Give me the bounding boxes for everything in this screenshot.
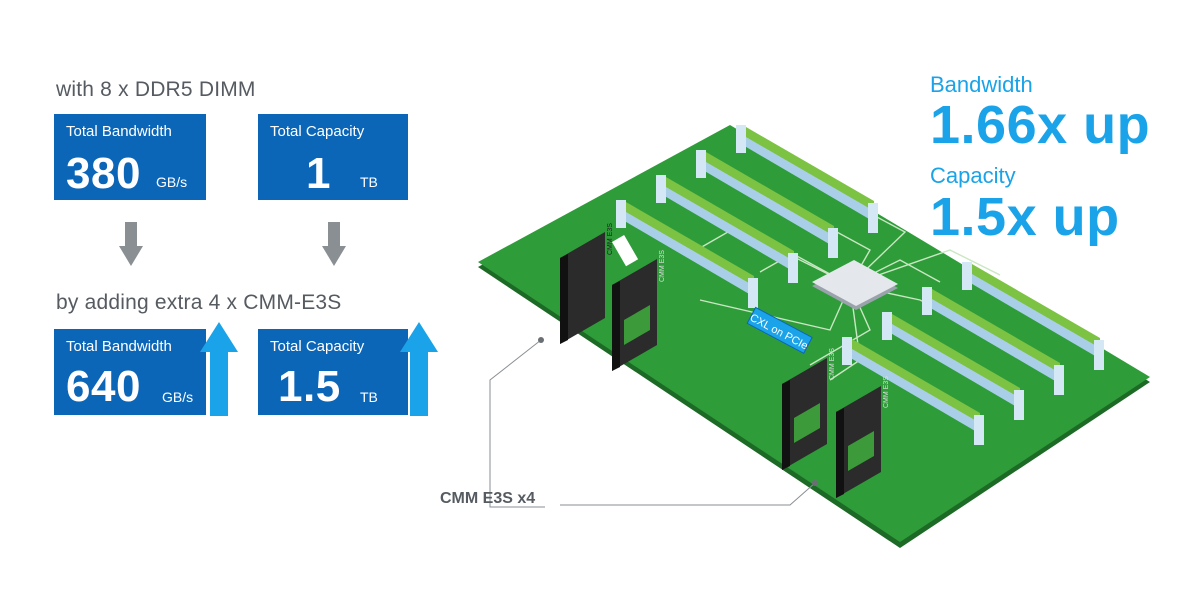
baseline-capacity-value: 1	[306, 149, 331, 198]
expanded-bandwidth-label: Total Bandwidth	[66, 338, 172, 355]
expanded-capacity-label: Total Capacity	[270, 338, 365, 355]
dimm-slot-8	[842, 337, 984, 445]
callout-leader-lines	[489, 339, 816, 508]
capacity-up-arrow-icon	[400, 322, 438, 416]
cmm-module-3: CMM E3S	[782, 348, 836, 470]
dimm-slot-4	[616, 200, 758, 308]
bandwidth-down-arrow-icon	[119, 222, 143, 266]
cmm-module-4: CMM E3S	[836, 376, 890, 498]
callout-dot-1	[538, 337, 544, 343]
dimm-slot-1	[736, 125, 878, 233]
cmm-module-1: CMM E3S	[560, 223, 639, 344]
baseline-bandwidth-unit: GB/s	[156, 174, 188, 190]
dimm-slot-7	[882, 312, 1024, 420]
baseline-bandwidth-card: Total Bandwidth 380 GB/s	[54, 114, 206, 200]
dimm-slot-5	[962, 262, 1104, 370]
expanded-capacity-card: Total Capacity 1.5 TB	[258, 329, 408, 415]
cpu-chip	[812, 260, 898, 306]
baseline-capacity-label: Total Capacity	[270, 123, 365, 140]
baseline-capacity-card: Total Capacity 1 TB	[258, 114, 408, 200]
capacity-gain-value: 1.5x up	[930, 187, 1120, 247]
cmm-module-4-label: CMM E3S	[883, 376, 890, 408]
baseline-capacity-unit: TB	[360, 174, 378, 190]
expanded-bandwidth-value: 640	[66, 362, 141, 411]
expanded-bandwidth-unit: GB/s	[162, 389, 194, 405]
bandwidth-gain-label: Bandwidth	[930, 72, 1033, 97]
baseline-bandwidth-label: Total Bandwidth	[66, 123, 172, 140]
capacity-gain-label: Capacity	[930, 163, 1016, 188]
bandwidth-gain-value: 1.66x up	[930, 95, 1151, 155]
cmm-module-2-label: CMM E3S	[659, 250, 666, 282]
cmm-callout-label: CMM E3S x4	[440, 490, 536, 507]
expanded-capacity-value: 1.5	[278, 362, 341, 411]
cmm-module-1-label: CMM E3S	[607, 223, 614, 255]
cmm-module-3-label: CMM E3S	[829, 348, 836, 380]
callout-dot-2	[812, 480, 818, 486]
expanded-heading: by adding extra 4 x CMM-E3S	[56, 291, 342, 314]
cmm-module-2: CMM E3S	[612, 250, 666, 371]
expanded-capacity-unit: TB	[360, 389, 378, 405]
dimm-group-top	[616, 125, 878, 308]
bandwidth-up-arrow-icon	[200, 322, 238, 416]
baseline-bandwidth-value: 380	[66, 149, 141, 198]
baseline-heading: with 8 x DDR5 DIMM	[56, 78, 256, 101]
dimm-slot-3	[656, 175, 798, 283]
dimm-slot-2	[696, 150, 838, 258]
expanded-bandwidth-card: Total Bandwidth 640 GB/s	[54, 329, 206, 415]
dimm-group-right	[842, 262, 1104, 445]
capacity-down-arrow-icon	[322, 222, 346, 266]
dimm-slot-6	[922, 287, 1064, 395]
